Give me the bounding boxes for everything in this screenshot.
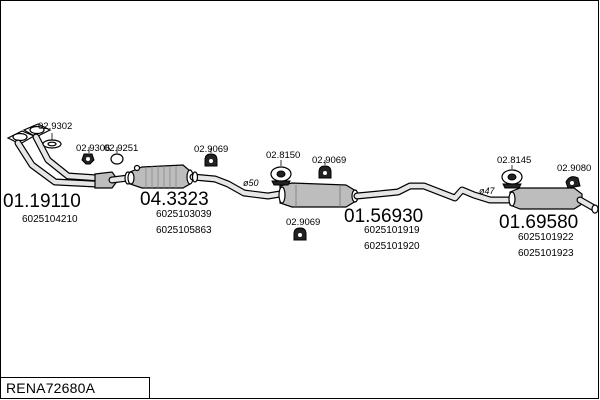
label-01-19110: 01.19110 [3, 191, 81, 212]
centre-silencer-01-56930 [278, 182, 359, 208]
label-6025104210: 6025104210 [22, 214, 78, 225]
label-6025101920: 6025101920 [364, 241, 420, 252]
gasket-02-9302 [42, 133, 62, 149]
label-02-9069-a: 02.9069 [194, 144, 228, 155]
label-01-69580: 01.69580 [499, 212, 578, 233]
hanger-02-9069-c [293, 227, 307, 241]
mounting-rubber-02-8150 [270, 166, 292, 186]
hanger-02-9069-b [318, 165, 332, 179]
catalytic-converter-04-3323 [127, 164, 194, 189]
label-01-56930: 01.56930 [344, 206, 423, 227]
label-diameter-50: ø50 [243, 178, 259, 188]
label-02-9302: 02.9302 [38, 121, 72, 132]
hanger-02-9080 [565, 176, 581, 189]
label-6025101923: 6025101923 [518, 248, 574, 259]
hanger-02-9069-a [204, 153, 218, 167]
reference-box: RENA72680A [0, 377, 150, 399]
ring-02-9251 [110, 153, 124, 165]
label-02-9251: 02.9251 [104, 143, 138, 154]
label-diameter-47: ø47 [479, 186, 496, 196]
rear-silencer-01-69580 [508, 187, 599, 214]
label-02-8145: 02.8145 [497, 155, 531, 166]
label-02-9069-b: 02.9069 [312, 155, 346, 166]
label-02-9069-c: 02.9069 [286, 217, 320, 228]
label-6025101919: 6025101919 [364, 225, 420, 236]
label-02-8150: 02.8150 [266, 150, 300, 161]
reference-code: RENA72680A [6, 380, 96, 396]
label-6025101922: 6025101922 [518, 232, 574, 243]
label-6025103039: 6025103039 [156, 209, 212, 220]
label-02-9306: 02.9306 [76, 143, 110, 154]
clamp-02-9306 [81, 153, 95, 165]
intermediate-pipe [189, 171, 284, 200]
label-02-9080: 02.9080 [557, 163, 591, 174]
front-pipe-01-19110 [6, 123, 132, 189]
mounting-rubber-02-8145 [501, 169, 523, 189]
label-6025105863: 6025105863 [156, 225, 212, 236]
rear-pipe [353, 182, 514, 204]
label-04-3323: 04.3323 [140, 189, 209, 210]
